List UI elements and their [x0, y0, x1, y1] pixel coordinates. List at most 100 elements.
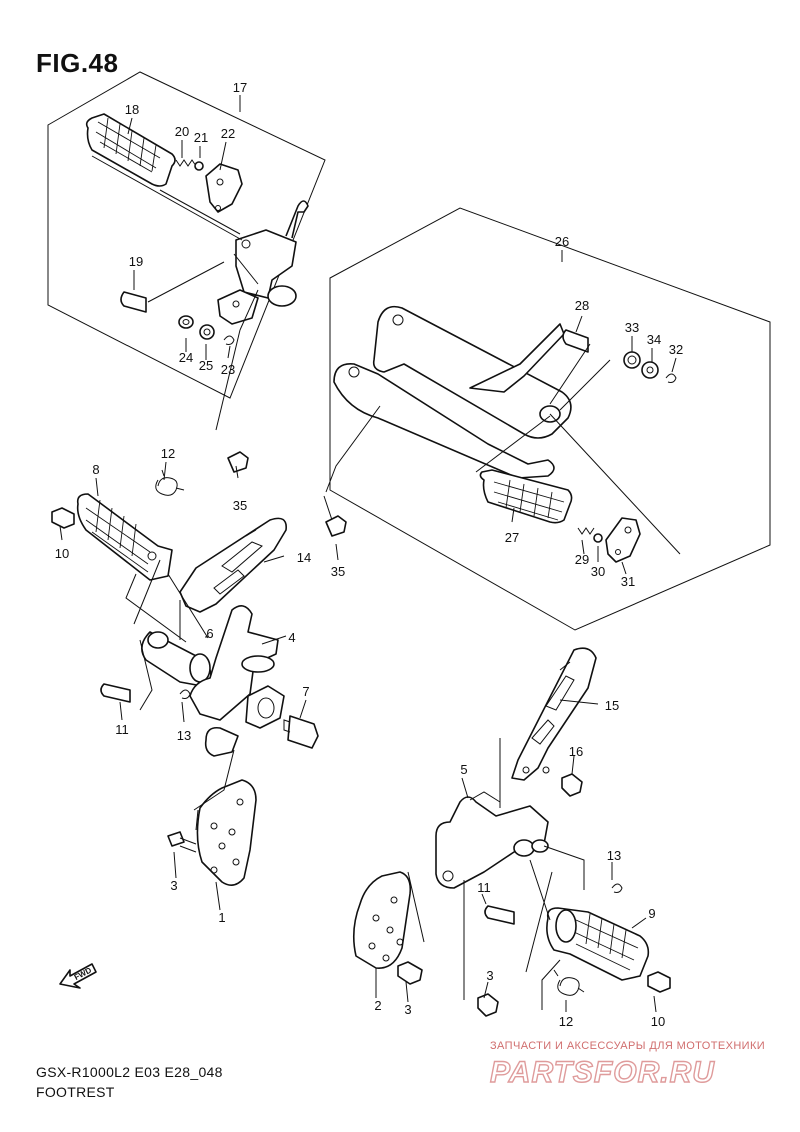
- part-27-footpeg: [479, 469, 573, 524]
- callout-11-right: 11: [477, 880, 491, 895]
- callout-numbers: 17 18 20 21 22 19 24 25 23 35 26 28 33 3…: [55, 80, 683, 1029]
- part-11-pin-left: [100, 683, 131, 703]
- callout-6: 6: [206, 626, 213, 641]
- group-box-26: [329, 207, 771, 631]
- callout-35-left: 35: [233, 498, 247, 513]
- callout-7: 7: [302, 684, 309, 699]
- part-19-pin: [120, 291, 147, 313]
- callout-17: 17: [233, 80, 247, 95]
- part-31-plate: [605, 517, 641, 563]
- part-5-bracket: [435, 791, 549, 889]
- part-22-plate: [205, 163, 243, 213]
- passenger-bracket-26: [333, 305, 572, 479]
- model-code: GSX-R1000L2 E03 E28_048: [36, 1064, 223, 1080]
- callout-32: 32: [669, 342, 683, 357]
- part-3-bolt-right-b: [477, 993, 499, 1017]
- watermark-logo: PARTSFOR.RU: [489, 1055, 715, 1089]
- part-1-plate: [196, 779, 257, 886]
- callout-12-left: 12: [161, 446, 175, 461]
- part-25-washer: [199, 324, 215, 340]
- part-32-clip: [665, 373, 677, 383]
- part-16-bolt: [561, 773, 583, 797]
- callout-3-left: 3: [170, 878, 177, 893]
- part-10-cap-right: [647, 971, 671, 993]
- callout-29: 29: [575, 552, 589, 567]
- part-14-heel-guard: [179, 517, 287, 613]
- part-2-plate: [352, 871, 412, 969]
- part-23-clip: [223, 335, 235, 345]
- part-12-spring-right: [553, 969, 585, 996]
- rider-bracket-upper: [217, 200, 309, 325]
- watermark-brand: PARTSFOR.RU: [490, 1056, 715, 1089]
- part-3-bolt-right-a: [397, 961, 423, 985]
- callout-30: 30: [591, 564, 605, 579]
- part-20-spring: [175, 159, 197, 167]
- callout-27: 27: [505, 530, 519, 545]
- assembly-guides-right-lower: [407, 738, 585, 1010]
- callout-14: 14: [297, 550, 311, 565]
- callout-11-left: 11: [115, 722, 129, 737]
- part-4-bracket: [189, 605, 285, 757]
- part-28-pin: [562, 329, 589, 353]
- part-29-spring: [577, 527, 595, 535]
- part-15-heel-guard: [511, 647, 597, 781]
- callout-8: 8: [92, 462, 99, 477]
- callout-13-right: 13: [607, 848, 621, 863]
- callout-33: 33: [625, 320, 639, 335]
- part-8-footpeg: [76, 493, 173, 581]
- callout-10-right: 10: [651, 1014, 665, 1029]
- callout-10-left: 10: [55, 546, 69, 561]
- callout-13-left: 13: [177, 728, 191, 743]
- callout-21: 21: [194, 130, 208, 145]
- callout-35-right: 35: [331, 564, 345, 579]
- part-18-footpeg: [85, 113, 176, 187]
- callout-34: 34: [647, 332, 661, 347]
- callout-5: 5: [460, 762, 467, 777]
- callout-12-right: 12: [559, 1014, 573, 1029]
- diagram-caption: FOOTREST: [36, 1084, 115, 1100]
- watermark-subtitle: ЗАПЧАСТИ И АКСЕССУАРЫ ДЛЯ МОТОТЕХНИКИ: [490, 1040, 766, 1052]
- callout-3-right-b: 3: [486, 968, 493, 983]
- callout-26: 26: [555, 234, 569, 249]
- callout-15: 15: [605, 698, 619, 713]
- part-30-ball: [593, 533, 603, 543]
- part-35-bolt-right: [323, 495, 347, 537]
- part-7-bolt: [283, 715, 319, 749]
- callout-4: 4: [288, 630, 295, 645]
- part-35-bolt-left: [215, 329, 249, 473]
- part-34-washer: [641, 361, 659, 379]
- assembly-guides-17: [91, 155, 259, 331]
- callout-31: 31: [621, 574, 635, 589]
- figure-title: FIG.48: [36, 48, 119, 78]
- callout-1: 1: [218, 910, 225, 925]
- part-33-washer: [623, 351, 641, 369]
- callout-24: 24: [179, 350, 193, 365]
- callout-28: 28: [575, 298, 589, 313]
- part-13-clip-right: [611, 883, 623, 893]
- fwd-arrow-icon: FWD: [59, 963, 97, 989]
- part-24-washer: [178, 315, 194, 329]
- part-21-ball: [194, 161, 204, 171]
- callout-3-right-a: 3: [404, 1002, 411, 1017]
- part-10-cap-left: [51, 507, 75, 529]
- part-6-pivot: [141, 631, 212, 687]
- assembly-guides-left-lower: [125, 559, 235, 831]
- callout-18: 18: [125, 102, 139, 117]
- callout-9: 9: [648, 906, 655, 921]
- part-3-bolt-left: [167, 831, 197, 853]
- assembly-guides-26: [325, 343, 681, 555]
- callout-19: 19: [129, 254, 143, 269]
- part-12-spring-left: [155, 469, 185, 496]
- group-box-17: [47, 71, 326, 399]
- part-9-footpeg: [546, 907, 650, 981]
- callout-16: 16: [569, 744, 583, 759]
- callout-2: 2: [374, 998, 381, 1013]
- callout-22: 22: [221, 126, 235, 141]
- part-11-pin-right: [484, 905, 515, 925]
- callout-20: 20: [175, 124, 189, 139]
- callout-23: 23: [221, 362, 235, 377]
- callout-leaders: [59, 117, 677, 1013]
- callout-25: 25: [199, 358, 213, 373]
